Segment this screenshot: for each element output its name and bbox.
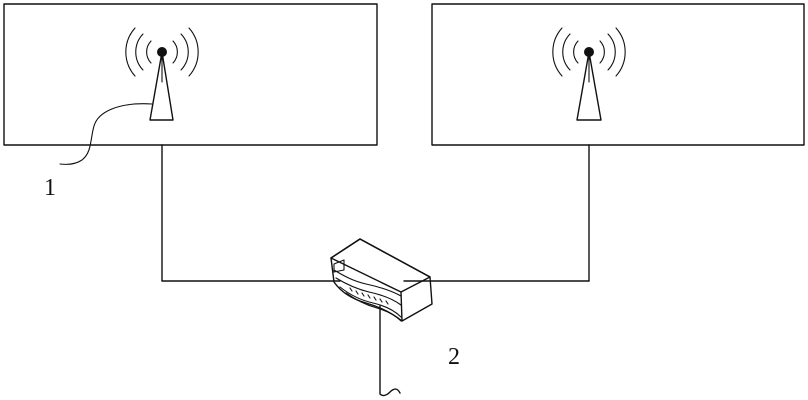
left-panel [3, 3, 378, 146]
right-panel [431, 3, 805, 146]
label-1: 1 [44, 175, 56, 201]
label-1-leader-line [59, 103, 153, 165]
left-antenna-icon [125, 27, 199, 121]
label-2: 2 [448, 344, 460, 370]
bottom-cable [379, 305, 401, 397]
router-icon [330, 238, 433, 322]
right-antenna-icon [552, 27, 626, 121]
